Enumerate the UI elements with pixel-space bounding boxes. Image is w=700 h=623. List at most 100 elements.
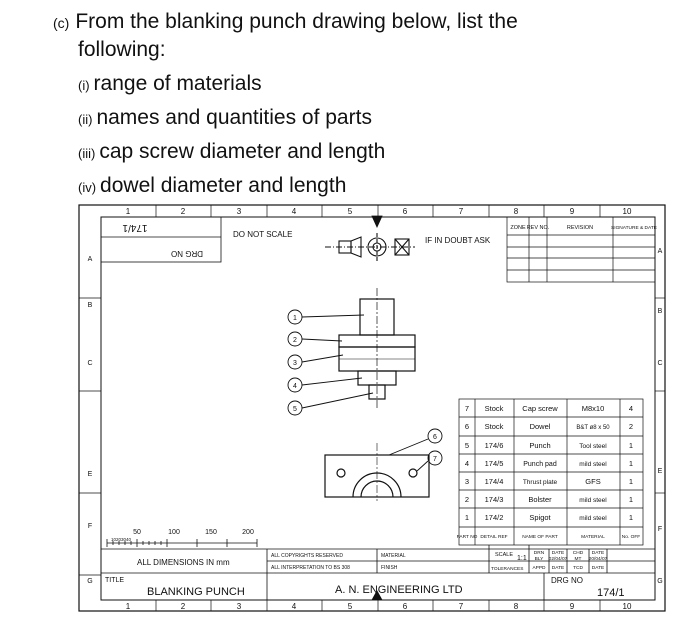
drg-no-label: DRG NO xyxy=(551,576,583,585)
part-no-cell: 3 xyxy=(465,477,469,486)
question-label: (c) xyxy=(53,15,70,31)
part-name-cell: Punch xyxy=(529,441,550,450)
part-no-cell: 6 xyxy=(465,422,469,431)
question-item-3: (iii)cap screw diameter and length xyxy=(78,140,385,164)
title-block xyxy=(101,545,655,600)
material-cell: M8x10 xyxy=(582,404,605,413)
balloon-number: 6 xyxy=(433,434,437,441)
chd-label: CHD xyxy=(573,550,584,556)
detail-ref-cell: 174/2 xyxy=(485,513,504,522)
revision-table xyxy=(506,216,656,283)
question-text-line2: following: xyxy=(78,38,166,61)
column-numbers: 1 2 3 4 5 6 7 8 9 10 1 2 3 4 5 6 7 8 9 1… xyxy=(126,207,632,611)
row-letter: F xyxy=(88,523,92,530)
part-name-cell: Thrust plate xyxy=(523,479,558,486)
rev-header-revision: REVISION xyxy=(567,225,593,231)
drn-date-label: DATE xyxy=(552,550,564,556)
col-number: 2 xyxy=(181,602,186,611)
header-part-no: PART NO xyxy=(457,534,478,540)
balloon-number: 3 xyxy=(293,360,297,367)
punch-assembly-drawing xyxy=(338,288,416,408)
question-item-4: (iv)dowel diameter and length xyxy=(78,174,346,198)
item-text: names and quantities of parts xyxy=(96,106,372,129)
detail-ref-cell: 174/6 xyxy=(485,441,504,450)
row-letter: C xyxy=(87,360,92,367)
rev-header-signature: SIGNATURE & DATE xyxy=(611,225,657,231)
part-name-cell: Spigot xyxy=(529,513,551,522)
tcd-date-label: DATE xyxy=(592,565,604,571)
qty-cell: 1 xyxy=(629,441,633,450)
col-number: 3 xyxy=(237,207,242,216)
part-no-cell: 5 xyxy=(465,441,469,450)
row-letter: B xyxy=(658,308,663,315)
col-number: 6 xyxy=(403,207,408,216)
title-label: TITLE xyxy=(105,577,124,584)
rotated-drg-label: DRG NO xyxy=(171,249,203,258)
question-heading: (c)From the blanking punch drawing below… xyxy=(53,10,518,34)
col-number: 6 xyxy=(403,602,408,611)
column-dividers xyxy=(79,205,665,611)
balloon-number: 5 xyxy=(293,406,297,413)
tolerances-label: TOLERANCES xyxy=(491,566,523,572)
scale-bar-label: 150 xyxy=(205,529,217,536)
row-letters: A B C E F G A B C E F G xyxy=(87,248,662,585)
col-number: 1 xyxy=(126,207,131,216)
item-label: (iv) xyxy=(78,180,97,195)
engineering-drawing: 1 2 3 4 5 6 7 8 9 10 1 2 3 4 5 6 7 8 9 1… xyxy=(77,203,667,613)
material-cell: Tool steel xyxy=(579,443,607,450)
chd-date-value: 20/04/07 xyxy=(589,556,608,562)
material-cell: mild steel xyxy=(579,515,607,522)
col-number: 3 xyxy=(237,602,242,611)
item-text: dowel diameter and length xyxy=(100,174,347,197)
die-base-drawing xyxy=(324,443,430,501)
row-letter: B xyxy=(88,302,93,309)
qty-cell: 1 xyxy=(629,459,633,468)
parts-list-rows: 7 Stock Cap screw M8x10 4 6 Stock Dowel … xyxy=(465,404,633,522)
scale-bar-label: 100 xyxy=(168,529,180,536)
centre-mark-top xyxy=(371,215,383,228)
row-letter: C xyxy=(657,360,662,367)
row-letter: F xyxy=(658,526,662,533)
detail-ref-cell: Stock xyxy=(485,422,504,431)
col-number: 9 xyxy=(570,207,575,216)
scale-bar xyxy=(106,539,258,547)
company-name: A. N. ENGINEERING LTD xyxy=(335,584,463,596)
question-item-1: (i)range of materials xyxy=(78,72,262,96)
row-letter: A xyxy=(88,256,93,263)
if-in-doubt-text: IF IN DOUBT ASK xyxy=(425,236,491,245)
row-letter: E xyxy=(88,471,93,478)
header-detail-ref: DETAIL REF xyxy=(480,534,507,540)
col-number: 10 xyxy=(623,602,632,611)
rotated-drg-box xyxy=(100,216,222,263)
do-not-scale-text: DO NOT SCALE xyxy=(233,230,292,239)
col-number: 10 xyxy=(623,207,632,216)
detail-ref-cell: Stock xyxy=(485,404,504,413)
parts-list-headers: PART NO DETAIL REF NAME OF PART MATERIAL… xyxy=(457,534,641,540)
scale-label: SCALE xyxy=(495,552,513,558)
col-number: 1 xyxy=(126,602,131,611)
drawing-svg: 1 2 3 4 5 6 7 8 9 10 1 2 3 4 5 6 7 8 9 1… xyxy=(78,204,666,612)
material-cell: mild steel xyxy=(579,461,607,468)
question-item-2: (ii)names and quantities of parts xyxy=(78,106,372,130)
col-number: 5 xyxy=(348,602,353,611)
drn-value: BLY xyxy=(535,556,545,562)
row-letter: A xyxy=(658,248,663,255)
material-cell: B&T ø8 x 50 xyxy=(576,425,610,431)
chd-date-label: DATE xyxy=(592,550,604,556)
qty-cell: 4 xyxy=(629,404,633,413)
balloon-number: 2 xyxy=(293,337,297,344)
drn-date-value: 02/04/07 xyxy=(549,556,568,562)
balloon-number: 1 xyxy=(293,315,297,322)
col-number: 8 xyxy=(514,207,519,216)
qty-cell: 1 xyxy=(629,495,633,504)
col-number: 7 xyxy=(459,602,464,611)
detail-ref-cell: 174/3 xyxy=(485,495,504,504)
item-text: cap screw diameter and length xyxy=(99,140,386,163)
col-number: 4 xyxy=(292,207,297,216)
scale-bar-label: 200 xyxy=(242,529,254,536)
finish-label: FINISH xyxy=(381,565,398,571)
outer-border xyxy=(78,204,666,612)
rev-header-zone: ZONE xyxy=(510,225,526,231)
part-no-cell: 2 xyxy=(465,495,469,504)
drg-no-value: 174/1 xyxy=(597,587,625,599)
